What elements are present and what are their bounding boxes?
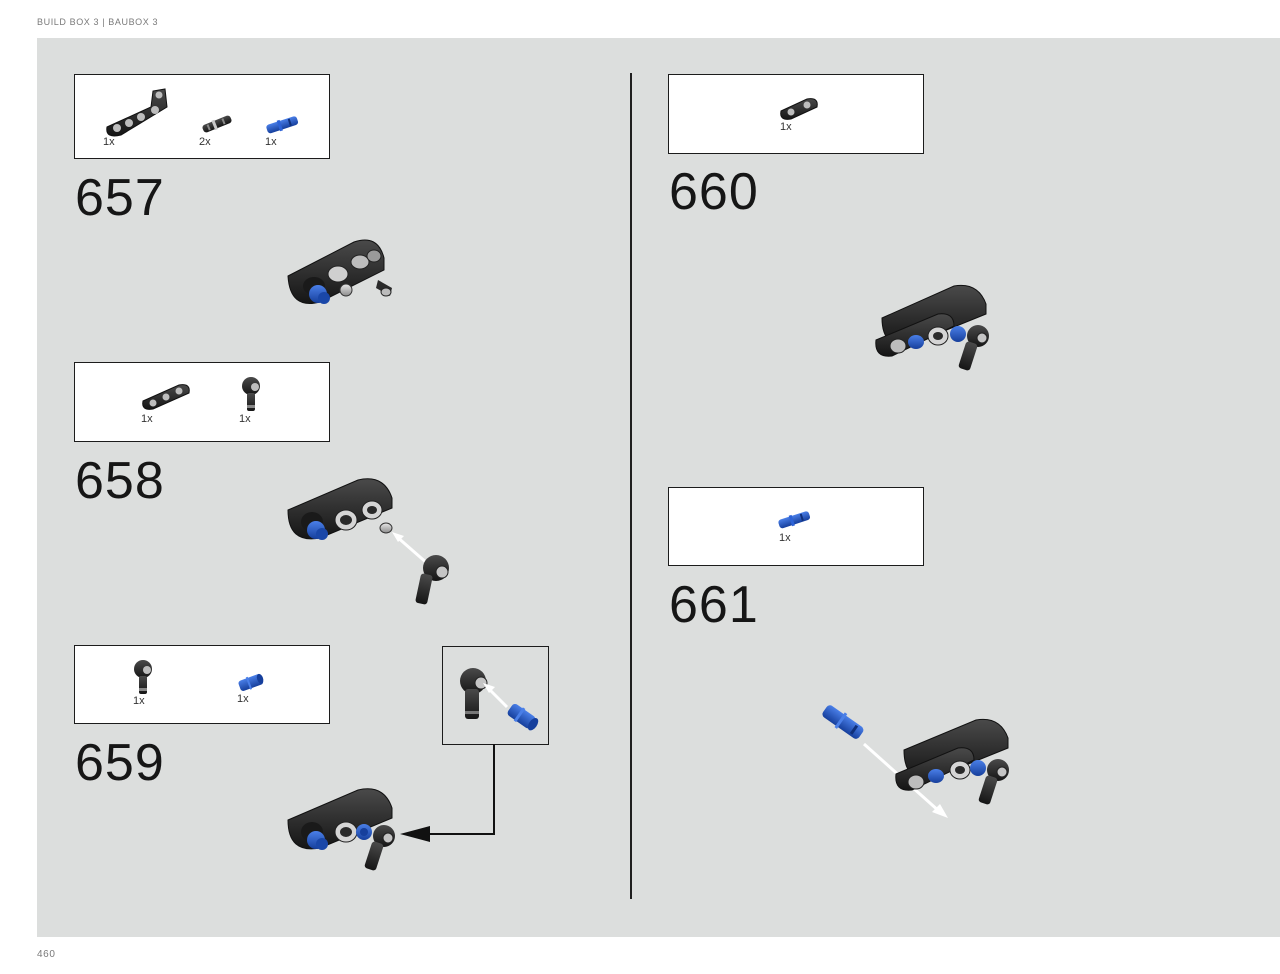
beam-2-icon <box>780 98 818 120</box>
step-657-assembly-illustration <box>287 239 392 304</box>
sub-assembly-illustration <box>460 668 539 731</box>
step-661-assembly-illustration <box>822 705 1009 818</box>
step-number-660: 660 <box>669 163 759 221</box>
part-qty: 1x <box>133 695 145 707</box>
instruction-canvas <box>37 38 1280 937</box>
ball-joint-icon <box>134 660 152 694</box>
part-qty: 1x <box>779 532 791 544</box>
black-pin-icon <box>202 115 232 133</box>
callout-arrow <box>400 744 495 842</box>
beam-3-icon <box>142 384 190 410</box>
sub-assembly-callout <box>442 646 549 745</box>
column-divider <box>630 73 632 899</box>
page-header: BUILD BOX 3 | BAUBOX 3 <box>37 17 159 27</box>
blue-axle-pin-icon <box>778 511 811 529</box>
blue-axle-pin-icon <box>266 116 299 134</box>
parts-list-step-660: 1x <box>668 74 924 154</box>
part-qty: 2x <box>199 136 211 148</box>
part-qty: 1x <box>141 413 153 425</box>
ball-joint-icon <box>242 377 260 411</box>
step-659-assembly-illustration <box>287 788 395 871</box>
parts-list-step-658: 1x 1x <box>74 362 330 442</box>
part-qty: 1x <box>780 121 792 133</box>
part-qty: 1x <box>103 136 115 148</box>
step-number-659: 659 <box>75 734 165 792</box>
step-number-658: 658 <box>75 452 165 510</box>
step-658-assembly-illustration <box>287 478 449 605</box>
parts-list-step-661: 1x <box>668 487 924 566</box>
page-number: 460 <box>37 949 56 960</box>
bent-beam-icon <box>106 88 168 137</box>
part-qty: 1x <box>237 693 249 705</box>
parts-list-step-659: 1x 1x <box>74 645 330 724</box>
blue-connector-icon <box>238 673 264 691</box>
step-number-661: 661 <box>669 576 759 634</box>
step-660-assembly-illustration <box>875 284 989 371</box>
step-number-657: 657 <box>75 169 165 227</box>
parts-list-step-657: 1x 2x 1x <box>74 74 330 159</box>
part-qty: 1x <box>265 136 277 148</box>
part-qty: 1x <box>239 413 251 425</box>
